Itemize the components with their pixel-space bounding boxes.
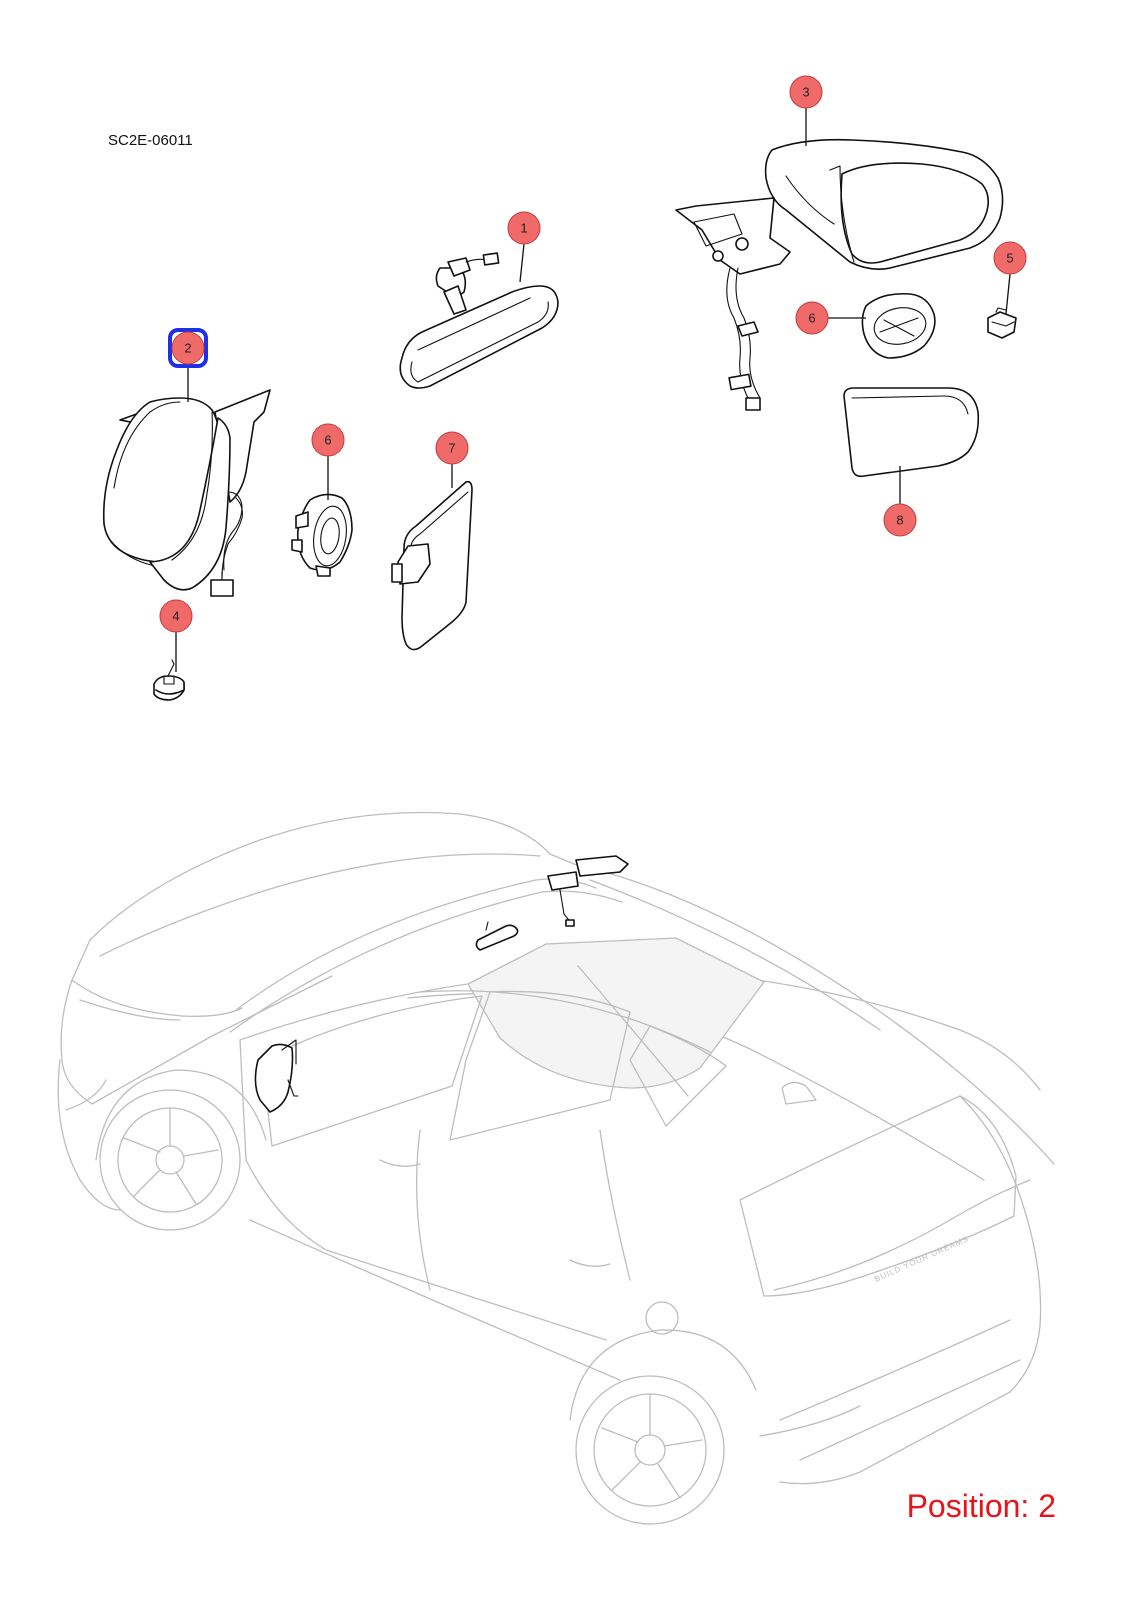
svg-text:2: 2 bbox=[184, 341, 191, 356]
callout-8[interactable]: 8 bbox=[883, 466, 917, 537]
mirror-glass-left[interactable] bbox=[391, 480, 473, 651]
left-exterior-mirror-assembly[interactable] bbox=[102, 389, 271, 597]
svg-text:3: 3 bbox=[802, 85, 809, 100]
svg-text:7: 7 bbox=[448, 441, 455, 456]
svg-text:6: 6 bbox=[808, 311, 815, 326]
svg-text:5: 5 bbox=[1006, 251, 1013, 266]
vehicle-installed-parts bbox=[254, 855, 629, 1113]
svg-text:4: 4 bbox=[172, 609, 179, 624]
callout-2[interactable]: 2 bbox=[168, 328, 208, 402]
mirror-lamp-connector-right[interactable] bbox=[987, 307, 1017, 339]
mirror-actuator-right[interactable] bbox=[861, 292, 936, 359]
car-badge: BUILD YOUR DREAMS bbox=[873, 1234, 970, 1284]
callout-4[interactable]: 4 bbox=[159, 599, 193, 672]
interior-rearview-mirror[interactable] bbox=[399, 252, 559, 389]
vehicle-outline: BUILD YOUR DREAMS bbox=[57, 811, 1055, 1525]
diagram-code: SC2E-06011 bbox=[108, 132, 193, 149]
callout-1[interactable]: 1 bbox=[507, 211, 541, 283]
svg-text:1: 1 bbox=[520, 221, 527, 236]
position-indicator: Position: 2 bbox=[906, 1488, 1056, 1524]
svg-text:8: 8 bbox=[896, 513, 903, 528]
svg-text:6: 6 bbox=[324, 433, 331, 448]
right-exterior-mirror-assembly[interactable] bbox=[675, 138, 1004, 411]
callout-6-left[interactable]: 6 bbox=[311, 423, 345, 500]
callout-group: 1 2 3 4 bbox=[159, 75, 1027, 672]
callout-5[interactable]: 5 bbox=[993, 241, 1027, 315]
callout-7[interactable]: 7 bbox=[435, 431, 469, 488]
mirror-actuator-left[interactable] bbox=[291, 493, 353, 577]
selected-callout-highlight bbox=[168, 328, 208, 368]
mirror-lamp-connector-left[interactable] bbox=[153, 659, 185, 701]
mirror-glass-right[interactable] bbox=[843, 387, 980, 478]
callout-6-right[interactable]: 6 bbox=[795, 301, 866, 335]
callout-3[interactable]: 3 bbox=[789, 75, 823, 146]
